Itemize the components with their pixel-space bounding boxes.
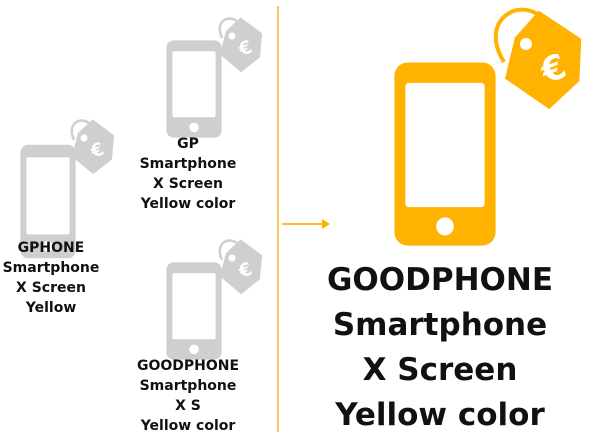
variant-3-line-2: Smartphone bbox=[139, 378, 237, 394]
price-tag-icon: € bbox=[218, 239, 263, 295]
variant-3-line-3: X S bbox=[175, 398, 201, 414]
variant-1-line-3: X Screen bbox=[16, 280, 86, 296]
variant-1-label: GPHONE Smartphone X Screen Yellow bbox=[0, 238, 102, 318]
result-label: GOODPHONE Smartphone X Screen Yellow col… bbox=[312, 258, 568, 438]
result-line-3: X Screen bbox=[362, 352, 518, 388]
arrow-right-icon bbox=[282, 219, 330, 229]
variant-2-label: GP Smartphone X Screen Yellow color bbox=[130, 134, 246, 214]
variant-2-line-3: X Screen bbox=[153, 176, 223, 192]
variant-1-line-1: GPHONE bbox=[17, 240, 85, 256]
result-line-2: Smartphone bbox=[332, 307, 548, 343]
variant-3-label: GOODPHONE Smartphone X S Yellow color bbox=[128, 356, 248, 436]
price-tag-icon: € bbox=[218, 17, 263, 73]
variant-3-line-1: GOODPHONE bbox=[136, 358, 240, 374]
price-tag-icon: € bbox=[70, 119, 115, 175]
result-line-1: GOODPHONE bbox=[326, 262, 554, 298]
divider-line bbox=[277, 6, 279, 432]
variant-1-line-2: Smartphone bbox=[2, 260, 100, 276]
variant-3-line-4: Yellow color bbox=[140, 418, 236, 434]
variant-1-line-4: Yellow bbox=[25, 300, 77, 316]
price-tag-icon: € bbox=[493, 7, 582, 110]
variant-2-line-4: Yellow color bbox=[140, 196, 236, 212]
variant-2-line-2: Smartphone bbox=[139, 156, 237, 172]
result-line-4: Yellow color bbox=[335, 397, 545, 433]
variant-2-line-1: GP bbox=[177, 136, 199, 152]
